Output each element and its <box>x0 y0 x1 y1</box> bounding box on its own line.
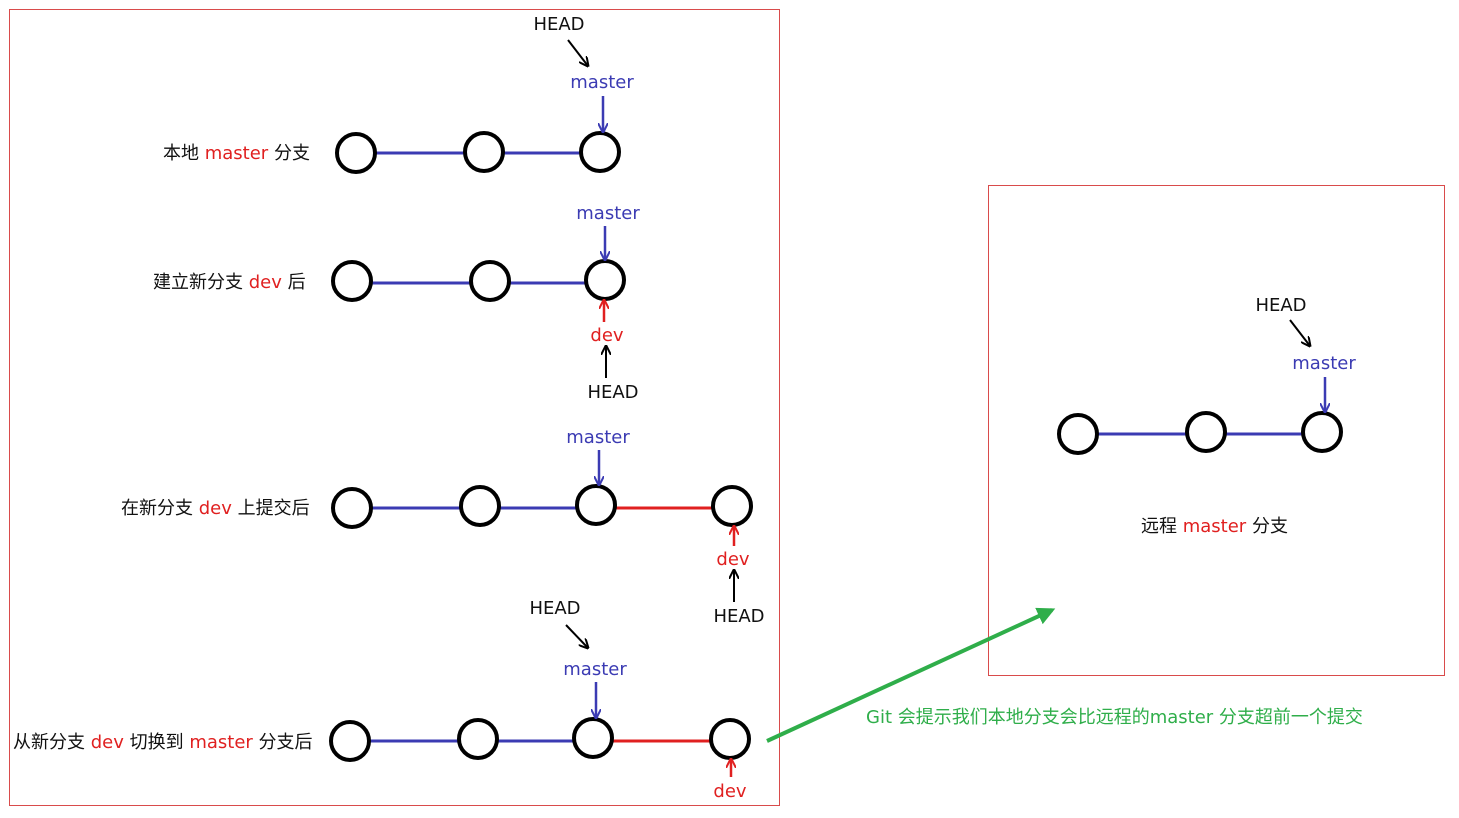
row-1-label-part: 本地 <box>163 143 205 164</box>
commit-node <box>584 259 626 301</box>
commit-node <box>335 132 377 174</box>
head-pointer-arrow <box>565 624 588 648</box>
local-repo-frame <box>9 9 780 806</box>
row-3-label-part: 上提交后 <box>232 498 310 519</box>
commit-node <box>331 487 373 529</box>
head-label: HEAD <box>533 14 584 35</box>
master-label: master <box>576 203 640 224</box>
commit-node <box>575 484 617 526</box>
commit-node <box>579 131 621 173</box>
commit-node <box>459 485 501 527</box>
head-pointer-arrow <box>1289 319 1310 346</box>
local-row-4: 从新分支 dev 切换到 master 分支后 master HEAD dev <box>13 598 751 802</box>
row-1-label-part: 分支 <box>268 143 310 164</box>
row-2-label-part: dev <box>249 272 283 293</box>
master-label: master <box>570 72 634 93</box>
dev-label: dev <box>713 781 747 802</box>
row-2-label: 建立新分支 dev 后 <box>153 272 306 293</box>
head-label: HEAD <box>587 382 638 403</box>
row-1-label: 本地 master 分支 <box>163 143 310 164</box>
remote-label-part: 远程 <box>1141 516 1183 537</box>
row-4-label-part: dev <box>91 732 125 753</box>
dev-label: dev <box>590 325 624 346</box>
commit-node <box>572 717 614 759</box>
row-4-label-part: 切换到 <box>124 732 189 753</box>
head-pointer-arrow <box>567 39 588 66</box>
row-2-label-part: 后 <box>282 272 306 293</box>
head-label: HEAD <box>529 598 580 619</box>
ahead-note: Git 会提示我们本地分支会比远程的master 分支超前一个提交 <box>866 707 1363 728</box>
master-label: master <box>566 427 630 448</box>
master-label: master <box>1292 353 1356 374</box>
ahead-arrow <box>766 607 1056 743</box>
dev-commit-node <box>709 718 751 760</box>
commit-node <box>457 718 499 760</box>
local-row-3: 在新分支 dev 上提交后 master dev HEAD <box>121 427 765 627</box>
remote-repo-frame <box>988 185 1445 676</box>
row-4-label-part: master <box>189 732 253 753</box>
commit-node <box>463 131 505 173</box>
local-row-1: 本地 master 分支 master HEAD <box>163 14 634 174</box>
remote-label-part: master <box>1183 516 1247 537</box>
row-3-label-part: dev <box>199 498 233 519</box>
remote-master: master HEAD 远程 master 分支 <box>1057 295 1356 537</box>
head-label: HEAD <box>1255 295 1306 316</box>
commit-node <box>1185 411 1227 453</box>
row-4-label-part: 分支后 <box>253 732 313 753</box>
row-4-label-part: 从新分支 <box>13 732 91 753</box>
commit-node <box>1301 411 1343 453</box>
remote-label-part: 分支 <box>1246 516 1288 537</box>
commit-node <box>1057 413 1099 455</box>
row-1-label-part: master <box>205 143 269 164</box>
row-2-label-part: 建立新分支 <box>153 272 249 293</box>
row-3-label-part: 在新分支 <box>121 498 199 519</box>
commit-node <box>329 720 371 762</box>
row-4-label: 从新分支 dev 切换到 master 分支后 <box>13 732 313 753</box>
local-row-2: 建立新分支 dev 后 master dev HEAD <box>153 203 640 403</box>
row-3-label: 在新分支 dev 上提交后 <box>121 498 310 519</box>
dev-label: dev <box>716 549 750 570</box>
head-label: HEAD <box>713 606 764 627</box>
remote-label: 远程 master 分支 <box>1141 516 1288 537</box>
commit-node <box>469 260 511 302</box>
commit-node <box>331 260 373 302</box>
master-label: master <box>563 659 627 680</box>
dev-commit-node <box>711 485 753 527</box>
